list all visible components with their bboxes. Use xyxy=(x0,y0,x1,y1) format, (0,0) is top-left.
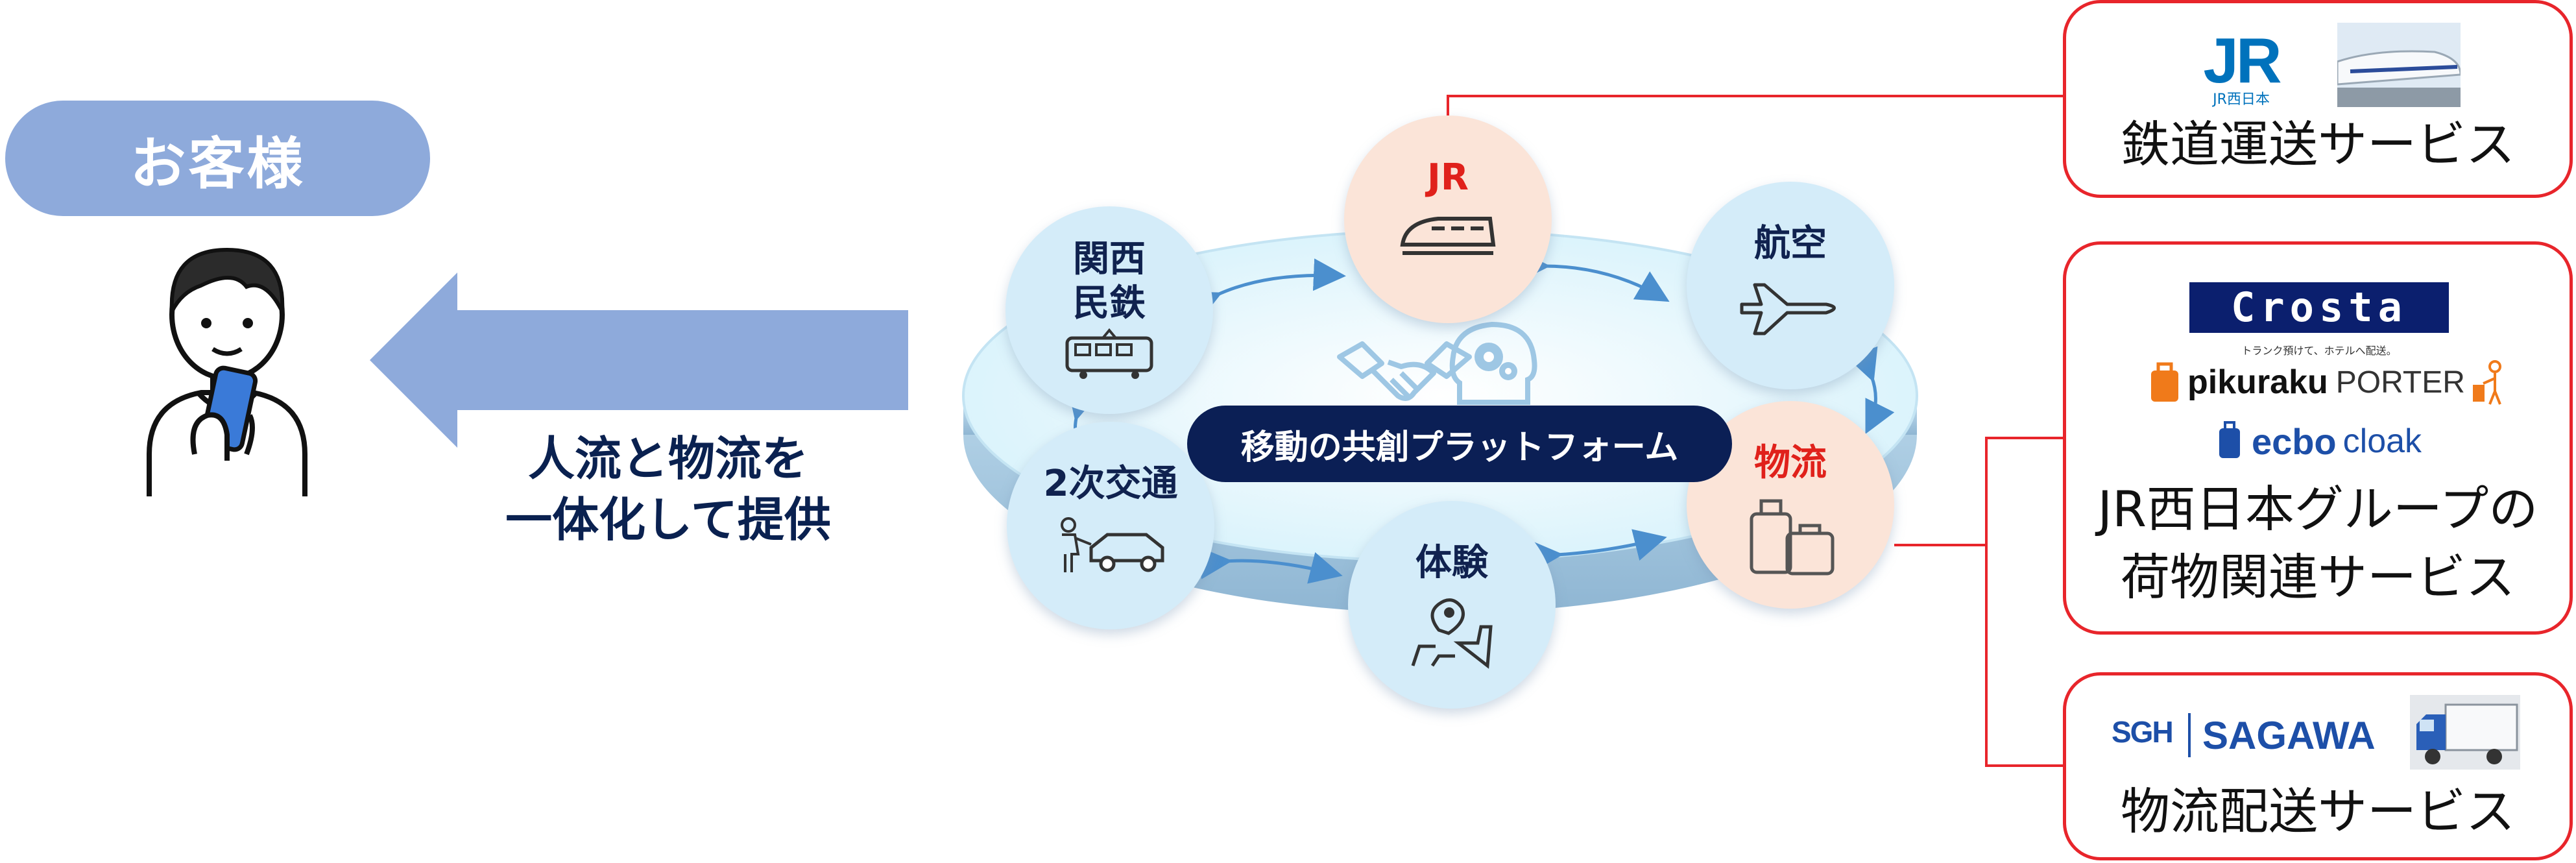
left-arrow-icon xyxy=(370,273,908,448)
sagawa-logo: SAGAWA xyxy=(2202,714,2376,757)
pikuraku-light: PORTER xyxy=(2335,365,2465,400)
node-logistics-label: 物流 xyxy=(1754,442,1827,484)
node-jr: JR xyxy=(1344,115,1552,323)
node-jr-label: JR xyxy=(1427,156,1469,199)
luggage-icon xyxy=(1750,499,1835,576)
node-kansai-railway: 関西 民鉄 xyxy=(1005,206,1213,414)
platform-banner: 移動の共創プラットフォーム xyxy=(1187,406,1732,482)
service-baggage-label-1: JR西日本グループの xyxy=(2097,480,2538,538)
pikuraku-logo: pikuraku PORTER xyxy=(2141,356,2517,408)
service-caption: 人流と物流を 一体化して提供 xyxy=(467,428,869,550)
bag-icon xyxy=(2151,362,2179,402)
pikuraku-bold: pikuraku xyxy=(2187,363,2328,401)
ecbo-light: cloak xyxy=(2342,422,2422,460)
node-kansai-label-2: 民鉄 xyxy=(1073,282,1146,324)
node-experience: 体験 xyxy=(1348,501,1556,709)
service-baggage-box: Crosta トランク預けて、ホテルへ配送。 pikuraku PORTER e… xyxy=(2063,241,2573,635)
service-rail-box: JR JR西日本 鉄道運送サービス xyxy=(2063,0,2573,198)
suitcase-icon xyxy=(2219,421,2240,458)
sgh-logo: SGH xyxy=(2112,715,2174,749)
node-secondary-transport: 2次交通 xyxy=(1007,422,1214,629)
node-experience-label: 体験 xyxy=(1415,542,1488,584)
train-icon xyxy=(1065,328,1153,379)
service-rail-label: 鉄道運送サービス xyxy=(2121,115,2515,173)
caption-line-1: 人流と物流を xyxy=(527,432,808,486)
pedestrian-car-icon xyxy=(1061,517,1164,572)
pikuraku-tagline: トランク預けて、ホテルへ配送。 xyxy=(2241,345,2397,357)
crosta-logo: Crosta xyxy=(2189,282,2449,333)
node-air: 航空 xyxy=(1687,182,1894,389)
porter-icon xyxy=(2472,360,2501,405)
airplane-icon xyxy=(1740,283,1836,335)
node-kansai-label-1: 関西 xyxy=(1073,238,1146,280)
shinkansen-icon xyxy=(1400,217,1496,255)
truck-icon xyxy=(2410,695,2520,770)
ecbo-logo: ecbo cloak xyxy=(2163,419,2475,464)
brain-gear-icon xyxy=(1449,321,1537,405)
node-air-label: 航空 xyxy=(1754,223,1827,265)
service-baggage-label-2: 荷物関連サービス xyxy=(2121,548,2515,606)
jr-logo-sub: JR西日本 xyxy=(2213,91,2270,108)
logo-divider xyxy=(2188,713,2191,757)
jr-west-logo: JR JR西日本 xyxy=(2193,25,2290,108)
customer-label: お客様 xyxy=(5,101,430,216)
caption-line-2: 一体化して提供 xyxy=(505,492,831,547)
service-delivery-box: SGH SAGAWA 物流配送サービス xyxy=(2063,672,2573,860)
service-delivery-label: 物流配送サービス xyxy=(2121,783,2515,840)
map-pin-icon xyxy=(1411,598,1493,669)
ecbo-bold: ecbo xyxy=(2251,420,2337,462)
person-with-phone-icon xyxy=(147,247,307,496)
node-secondary-label: 2次交通 xyxy=(1043,463,1178,505)
jr-logo-text: JR xyxy=(2203,25,2281,96)
shinkansen-photo-icon xyxy=(2337,23,2461,107)
